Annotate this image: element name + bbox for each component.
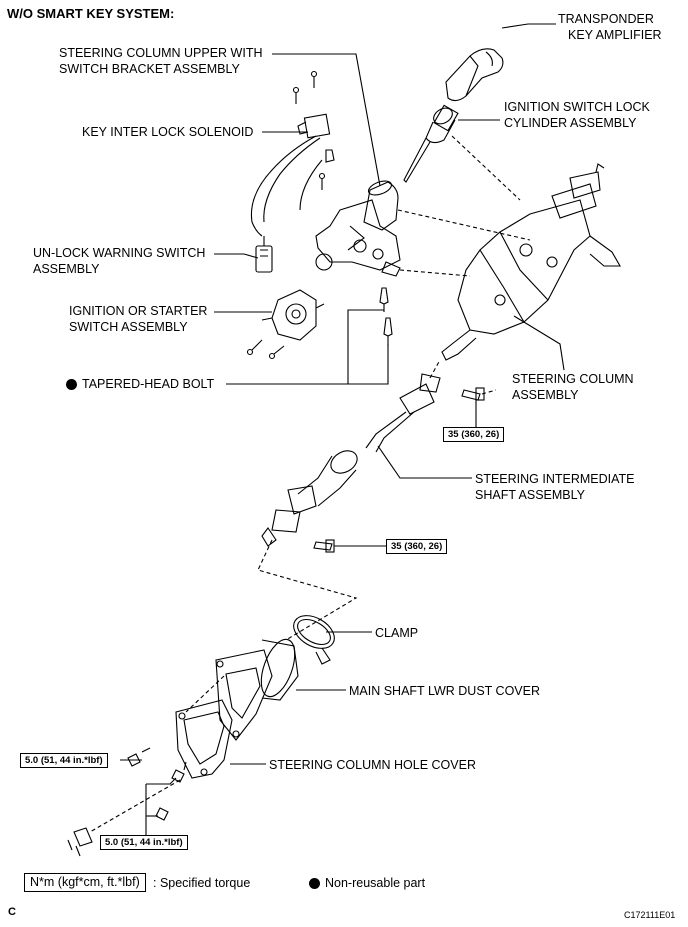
tapered-head-bolts (379, 287, 393, 346)
torque-box-cover-bottom: 5.0 (51, 44 in.*lbf) (100, 835, 188, 850)
column-end-part (67, 827, 93, 857)
legend-nonreusable-text: Non-reusable part (325, 876, 426, 890)
label-ignition-switch-1: IGNITION OR STARTER (69, 304, 208, 318)
figure-code: C172111E01 (624, 910, 676, 920)
unlock-switch-part (255, 236, 273, 273)
upper-column-bracket-part (315, 180, 401, 277)
label-dust-cover: MAIN SHAFT LWR DUST COVER (349, 684, 540, 698)
label-hole-cover: STEERING COLUMN HOLE COVER (269, 758, 476, 772)
legend-torque-box: N*m (kgf*cm, ft.*lbf) (24, 873, 146, 892)
torque-box-lower: 35 (360, 26) (386, 539, 448, 554)
corner-left-mark: C (8, 906, 16, 918)
hole-cover-part (175, 699, 233, 779)
intermediate-shaft-part (261, 373, 441, 547)
legend-dot-icon (309, 878, 320, 889)
steering-column-part (441, 163, 621, 361)
label-ignition-lock-2: CYLINDER ASSEMBLY (504, 116, 637, 130)
hole-cover-bolts (127, 747, 187, 821)
label-intermediate-1: STEERING INTERMEDIATE (475, 472, 635, 486)
leader-lines (120, 23, 565, 842)
page-title: W/O SMART KEY SYSTEM: (7, 6, 175, 21)
non-reusable-dot-icon (66, 379, 77, 390)
ignition-switch-part (246, 289, 325, 360)
label-column-assy-2: ASSEMBLY (512, 388, 579, 402)
torque-box-upper: 35 (360, 26) (443, 427, 505, 442)
label-column-assy-1: STEERING COLUMN (512, 372, 634, 386)
dust-cover-part (215, 638, 299, 741)
small-screws (292, 70, 326, 190)
transponder-key-amplifier-part (445, 48, 504, 102)
lock-cylinder-part (403, 104, 459, 183)
label-intermediate-2: SHAFT ASSEMBLY (475, 488, 585, 502)
label-transponder-2: KEY AMPLIFIER (568, 28, 662, 42)
label-upper-column-2: SWITCH BRACKET ASSEMBLY (59, 62, 240, 76)
label-ignition-switch-2: SWITCH ASSEMBLY (69, 320, 188, 334)
legend-torque-text: : Specified torque (153, 876, 251, 890)
label-unlock-switch-1: UN-LOCK WARNING SWITCH (33, 246, 206, 260)
label-ignition-lock-1: IGNITION SWITCH LOCK (504, 100, 650, 114)
label-tapered-bolt: TAPERED-HEAD BOLT (82, 377, 215, 391)
torque-box-cover-left: 5.0 (51, 44 in.*lbf) (20, 753, 108, 768)
interlock-solenoid-part (250, 113, 335, 237)
label-unlock-switch-2: ASSEMBLY (33, 262, 100, 276)
label-transponder-1: TRANSPONDER (558, 12, 654, 26)
label-upper-column-1: STEERING COLUMN UPPER WITH (59, 46, 263, 60)
label-clamp: CLAMP (375, 626, 419, 640)
shaft-bolts (313, 387, 485, 553)
label-interlock-solenoid: KEY INTER LOCK SOLENOID (82, 125, 254, 139)
clamp-part (293, 615, 335, 665)
